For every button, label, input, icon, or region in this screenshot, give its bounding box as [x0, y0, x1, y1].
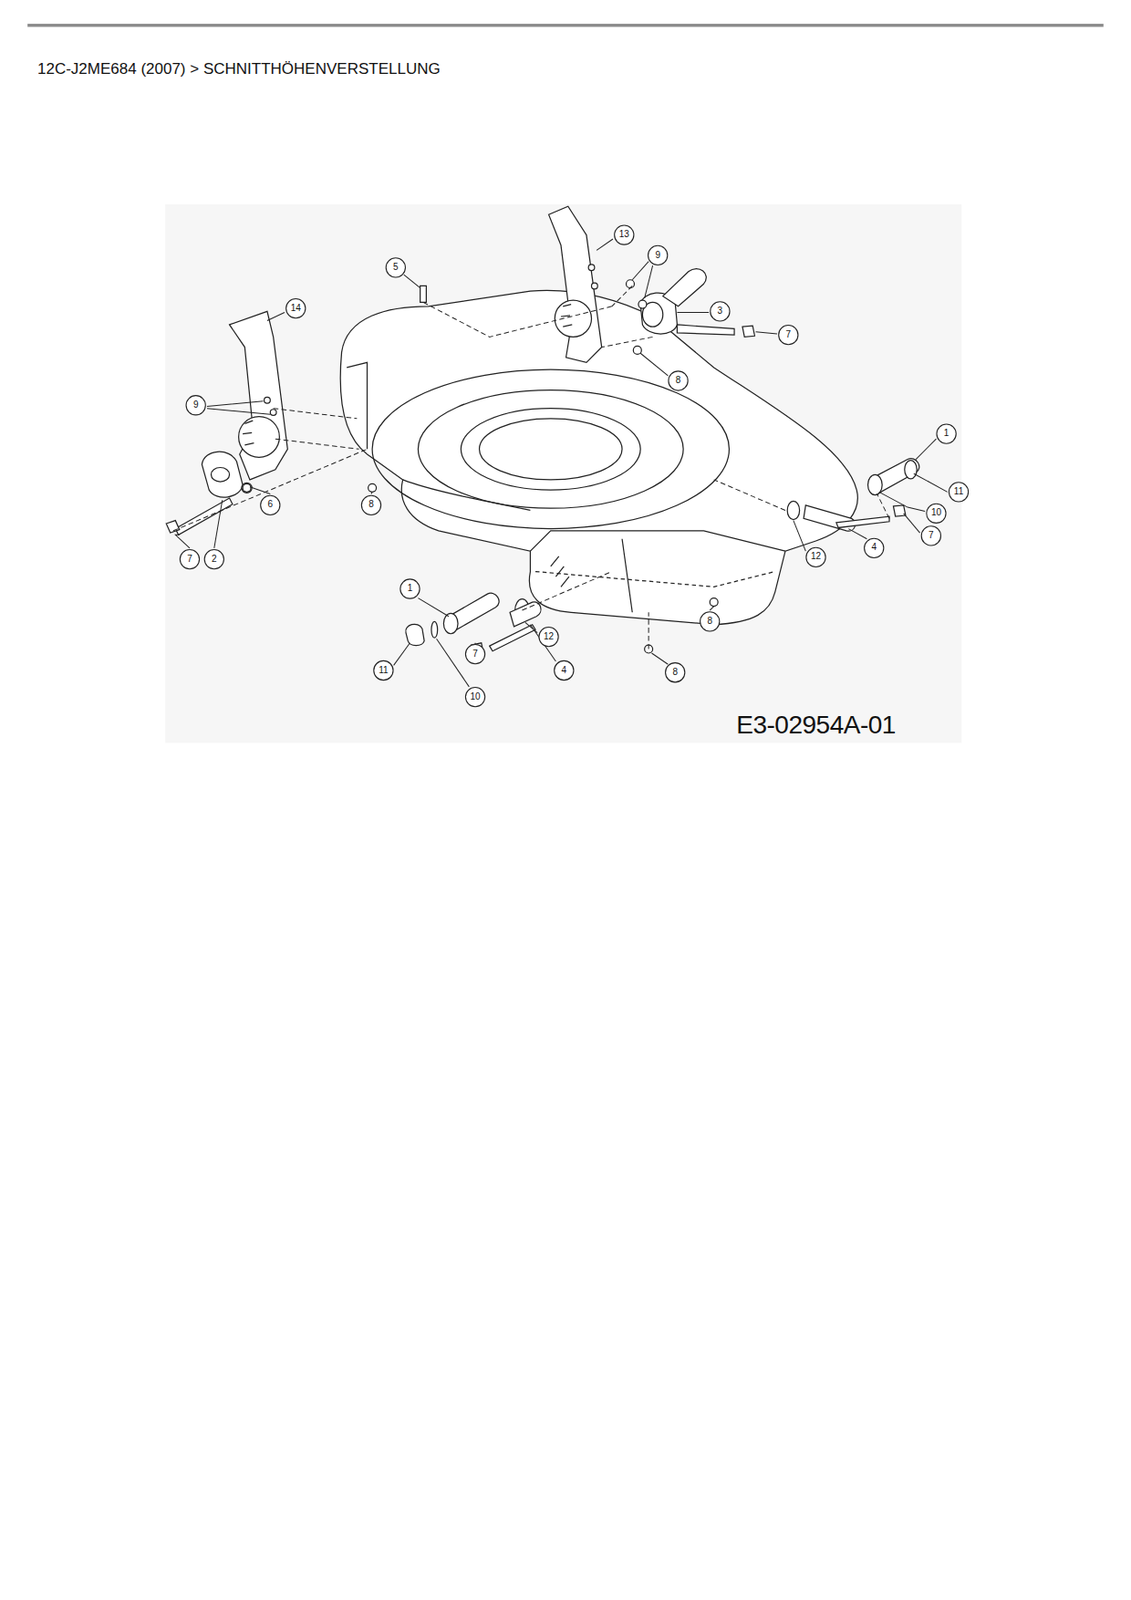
- callout-circle: [926, 503, 946, 523]
- wheel-adjusters: [166, 269, 920, 656]
- callout-number: 2: [204, 549, 225, 570]
- callout-circle: [648, 245, 668, 265]
- callout-circle: [864, 538, 884, 558]
- callout-circle: [204, 549, 224, 570]
- callout-circle: [806, 547, 826, 567]
- callout-number: 5: [385, 257, 406, 278]
- callout-number: 7: [465, 643, 486, 665]
- leader-lines: [175, 238, 947, 687]
- callout-circle: [539, 626, 559, 646]
- callout-circle: [614, 225, 634, 245]
- callout-circle: [921, 526, 941, 546]
- callout-circle: [361, 495, 381, 515]
- callout-circle: [936, 424, 956, 444]
- assembly-lines: [173, 285, 890, 649]
- callout-number: 8: [361, 494, 382, 515]
- callout-circle: [465, 686, 485, 706]
- callout-number: 4: [863, 537, 884, 558]
- callout-number: 7: [778, 324, 799, 345]
- callout-number: 1: [936, 423, 957, 444]
- height-brackets: [229, 206, 602, 480]
- callout-number: 7: [179, 549, 200, 570]
- callout-number: 8: [699, 611, 720, 632]
- page-title: 12C-J2ME684 (2007) > SCHNITTHÖHENVERSTEL…: [37, 60, 441, 79]
- callout-number: 8: [664, 662, 685, 683]
- callout-number: 3: [709, 300, 730, 322]
- callout-number: 7: [921, 525, 942, 546]
- callout-circle: [373, 660, 394, 680]
- callout-number: 12: [805, 546, 826, 567]
- callout-number: 10: [465, 686, 486, 707]
- callout-number: 8: [668, 370, 689, 391]
- callout-number: 11: [373, 660, 394, 681]
- header-rule: [27, 23, 1104, 27]
- callout-circle: [710, 301, 730, 322]
- callout-number: 9: [647, 245, 668, 266]
- callout-number: 6: [259, 494, 281, 515]
- callout-number: 10: [925, 502, 946, 523]
- callout-circle: [948, 482, 968, 502]
- callout-circle: [286, 298, 306, 318]
- callout-circle: [400, 579, 420, 599]
- callout-circle: [668, 371, 688, 391]
- callout-circle: [778, 325, 799, 345]
- illustration-ground: [165, 204, 962, 743]
- callout-circle: [465, 643, 485, 664]
- callout-number: 13: [613, 224, 634, 245]
- callout-number: 11: [948, 481, 969, 502]
- callout-number: 12: [539, 626, 560, 647]
- callout-circle: [179, 549, 199, 570]
- callout-number: 14: [285, 298, 306, 319]
- callout-number: 1: [399, 578, 420, 599]
- callout-circle: [260, 495, 281, 515]
- callout-circles: [179, 225, 968, 707]
- callout-number: 4: [553, 660, 574, 681]
- callout-circle: [665, 663, 685, 683]
- callout-number: 9: [186, 394, 207, 416]
- callout-circle: [554, 660, 574, 680]
- drawing-number: E3-02954A-01: [736, 710, 896, 740]
- callout-circle: [700, 612, 720, 632]
- callout-circle: [385, 258, 405, 278]
- callout-circle: [186, 395, 206, 416]
